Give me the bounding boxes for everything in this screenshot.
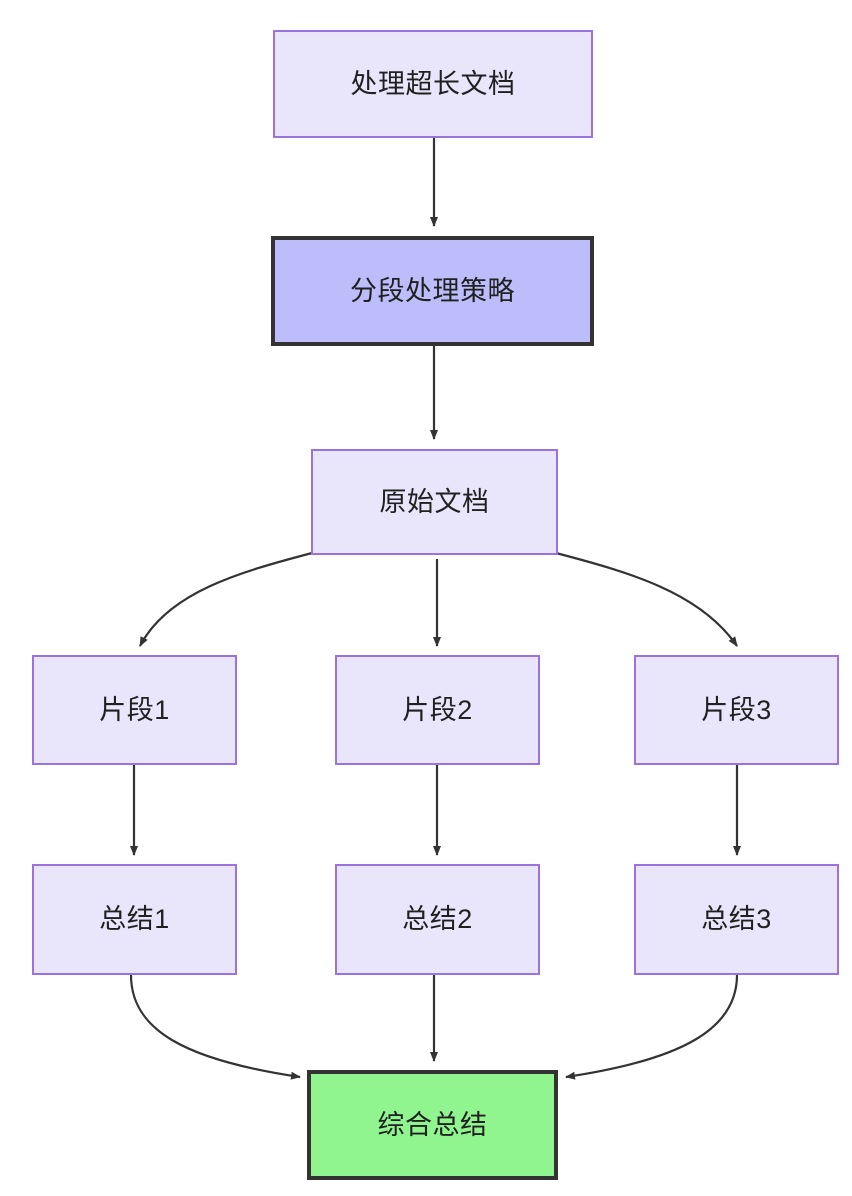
node-label: 分段处理策略	[350, 275, 515, 306]
edge-n3-n4	[139, 551, 313, 647]
node-label: 处理超长文档	[350, 68, 516, 99]
node-summary-3[interactable]: 总结3	[634, 864, 839, 975]
node-label: 总结1	[99, 904, 170, 935]
node-comprehensive-summary[interactable]: 综合总结	[307, 1070, 558, 1180]
node-summary-1[interactable]: 总结1	[32, 864, 237, 975]
node-label: 片段3	[701, 694, 772, 725]
edge-n9-n10	[565, 974, 739, 1080]
node-label: 总结3	[701, 904, 772, 935]
node-original-document[interactable]: 原始文档	[311, 449, 558, 555]
node-label: 片段2	[402, 694, 473, 725]
node-chunking-strategy[interactable]: 分段处理策略	[271, 236, 594, 346]
node-label: 原始文档	[379, 486, 490, 517]
node-summary-2[interactable]: 总结2	[335, 864, 540, 975]
node-fragment-2[interactable]: 片段2	[335, 655, 540, 765]
node-label: 总结2	[402, 904, 473, 935]
node-process-long-document[interactable]: 处理超长文档	[273, 30, 593, 138]
node-fragment-1[interactable]: 片段1	[32, 655, 237, 765]
edge-n3-n6	[555, 551, 738, 647]
edge-n7-n10	[129, 974, 301, 1080]
node-fragment-3[interactable]: 片段3	[634, 655, 839, 765]
node-label: 综合总结	[377, 1109, 488, 1140]
node-label: 片段1	[99, 694, 170, 725]
